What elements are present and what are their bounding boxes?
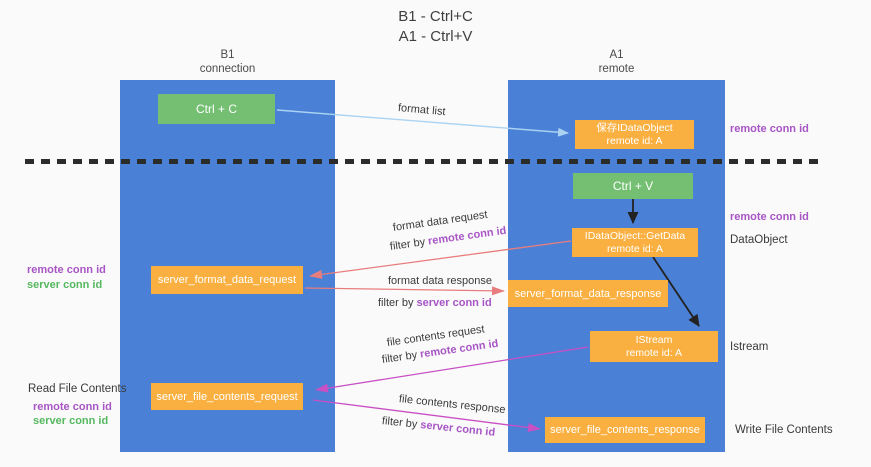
node-server-file-contents-response: server_file_contents_response <box>545 417 705 443</box>
column-b1-role: connection <box>199 63 256 75</box>
node-server-format-data-request: server_format_data_request <box>151 266 303 294</box>
format-data-request-arrow <box>309 240 572 279</box>
server-conn-id-text: server conn id <box>416 297 492 309</box>
format-list-arrow <box>276 109 569 137</box>
dashed-boundary-line <box>25 159 825 164</box>
left-remote-conn-id-bottom: remote conn id <box>33 401 112 413</box>
column-header-b1: B1 connection <box>120 48 335 76</box>
left-server-conn-id-bottom: server conn id <box>33 415 109 427</box>
node-istream-line2: remote id: A <box>625 346 683 359</box>
left-server-conn-id-top: server conn id <box>27 279 103 291</box>
node-getdata-line2: remote id: A <box>606 242 664 255</box>
column-b1-name: B1 <box>220 49 235 61</box>
format-data-response-arrow <box>304 286 505 296</box>
right-remote-conn-id-mid: remote conn id <box>730 211 809 223</box>
node-istream: IStream remote id: A <box>590 331 718 362</box>
node-getdata-line1: IDataObject::GetData <box>584 229 686 242</box>
node-server-format-data-response-label: server_format_data_response <box>514 287 662 300</box>
node-server-file-contents-request: server_file_contents_request <box>151 383 303 410</box>
node-save-dataobject-line2: remote id: A <box>606 134 663 147</box>
node-save-dataobject: 保存IDataObject remote id: A <box>575 120 694 149</box>
right-dataobject-label: DataObject <box>730 234 788 246</box>
edge-label-filter-server-1: filter by server conn id <box>378 297 492 309</box>
right-istream-label: Istream <box>730 341 769 353</box>
filter-by-text: filter by <box>378 297 417 309</box>
node-server-format-data-response: server_format_data_response <box>508 280 668 307</box>
node-server-file-contents-response-label: server_file_contents_response <box>550 424 700 436</box>
right-remote-conn-id-top: remote conn id <box>730 123 809 135</box>
column-a1-name: A1 <box>609 49 624 61</box>
file-contents-response-arrow <box>312 399 541 432</box>
left-read-file-contents-label: Read File Contents <box>28 383 127 395</box>
node-server-format-data-request-label: server_format_data_request <box>157 274 297 286</box>
getdata-to-istream-arrow <box>652 256 700 327</box>
title-line-1: B1 - Ctrl+C <box>398 8 473 25</box>
node-idataobject-getdata: IDataObject::GetData remote id: A <box>572 228 698 257</box>
left-remote-conn-id-top: remote conn id <box>27 264 106 276</box>
diagram-title: B1 - Ctrl+C A1 - Ctrl+V <box>0 7 871 47</box>
title-line-2: A1 - Ctrl+V <box>398 28 473 45</box>
column-a1-role: remote <box>598 63 635 75</box>
node-ctrl-c: Ctrl + C <box>158 94 275 124</box>
right-write-file-contents-label: Write File Contents <box>735 424 833 436</box>
node-ctrl-v: Ctrl + V <box>573 173 693 199</box>
node-server-file-contents-request-label: server_file_contents_request <box>156 390 298 403</box>
node-ctrl-v-label: Ctrl + V <box>612 179 654 193</box>
edge-label-format-data-response: format data response <box>388 275 492 287</box>
column-header-a1: A1 remote <box>508 48 725 76</box>
file-contents-request-arrow <box>315 346 589 393</box>
node-save-dataobject-line1: 保存IDataObject <box>596 121 673 134</box>
node-ctrl-c-label: Ctrl + C <box>195 102 237 116</box>
node-istream-line1: IStream <box>635 333 673 346</box>
